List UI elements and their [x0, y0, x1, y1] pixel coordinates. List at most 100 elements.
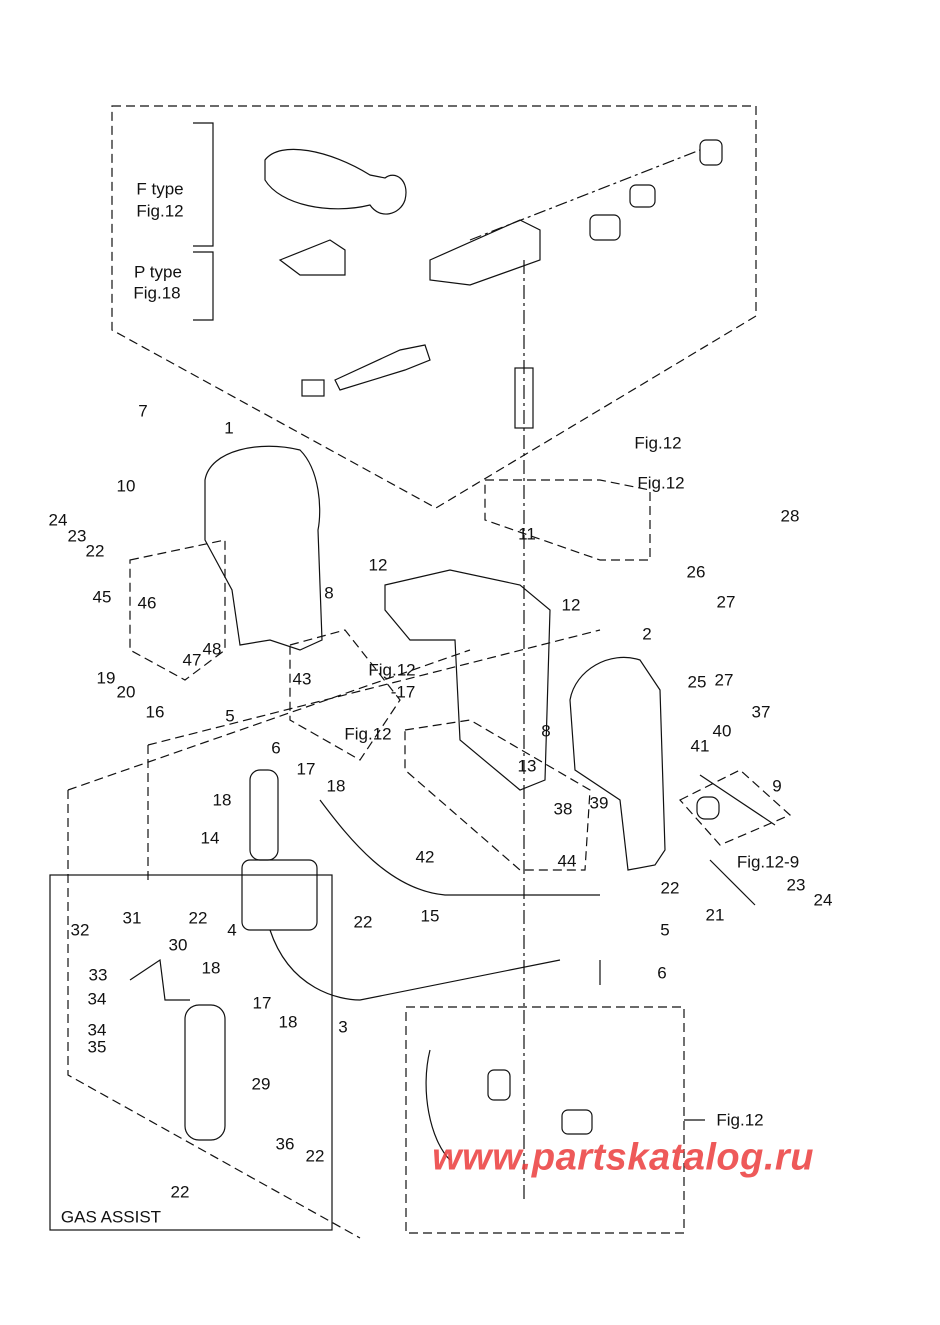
part-callout: 2 [642, 624, 652, 644]
part-callout: 22 [660, 878, 680, 898]
part-callout: 27 [714, 670, 734, 690]
part-callout: 26 [686, 562, 706, 582]
part-callout: 10 [116, 476, 136, 496]
reference-label: Fig.12-9 [736, 852, 800, 872]
part-callout: 13 [517, 756, 537, 776]
reference-label: Fig.12 [637, 473, 685, 493]
fig12-bottom-box [405, 1006, 685, 1234]
reference-label: GAS ASSIST [60, 1207, 162, 1227]
part-callout: 18 [212, 790, 232, 810]
part-callout: 7 [138, 401, 148, 421]
reference-label: Fig.12 [634, 433, 682, 453]
ftype-dashed-region [111, 105, 757, 509]
part-callout: 40 [712, 721, 732, 741]
reference-label: Fig.12 [136, 201, 184, 221]
steering-bracket [429, 219, 541, 286]
part-callout: 22 [85, 541, 105, 561]
bracket-ptype [193, 251, 214, 321]
part-callout: 19 [96, 668, 116, 688]
reference-label: Fig.12 [344, 724, 392, 744]
part-callout: 18 [201, 958, 221, 978]
part-callout: 37 [751, 702, 771, 722]
part-callout: 44 [557, 851, 577, 871]
part-callout: 15 [420, 906, 440, 926]
part-callout: 8 [324, 583, 334, 603]
part-callout: 48 [202, 639, 222, 659]
clamp-bracket-1 [204, 445, 323, 651]
nut-part [629, 184, 656, 208]
bushing-40 [696, 796, 720, 820]
part-callout: 35 [87, 1037, 107, 1057]
part-callout: 16 [145, 702, 165, 722]
ptype-plate [278, 239, 346, 276]
tiller-part [264, 148, 407, 215]
part-callout: 17 [252, 993, 272, 1013]
gas-assist-box [49, 874, 333, 1231]
part-callout: 12 [368, 555, 388, 575]
reference-label: P type [134, 262, 182, 282]
watermark: www.partskatalog.ru [432, 1136, 814, 1179]
part-callout: 28 [780, 506, 800, 526]
reference-label: F type [136, 179, 184, 199]
part-callout: 4 [227, 920, 237, 940]
part-callout: 23 [67, 526, 87, 546]
part-callout: 39 [589, 793, 609, 813]
part-callout: 32 [70, 920, 90, 940]
part-callout: 9 [772, 776, 782, 796]
part-callout: 41 [690, 736, 710, 756]
part-callout: 43 [292, 669, 312, 689]
part-callout: 22 [353, 912, 373, 932]
part-callout: 18 [326, 776, 346, 796]
part-callout: 31 [122, 908, 142, 928]
part-callout: 36 [275, 1134, 295, 1154]
part-callout: 20 [116, 682, 136, 702]
reference-label: Fig.18 [133, 283, 181, 303]
part-callout: 14 [200, 828, 220, 848]
part-callout: 46 [137, 593, 157, 613]
part-callout: 47 [182, 650, 202, 670]
part-callout: 45 [92, 587, 112, 607]
part-callout: 30 [168, 935, 188, 955]
part-callout: 6 [271, 738, 281, 758]
part-callout: 24 [813, 890, 833, 910]
part-callout: 22 [305, 1146, 325, 1166]
hose-42 [319, 799, 600, 896]
clip-part [301, 379, 325, 397]
swivel-bracket [384, 569, 551, 791]
part-callout: 38 [553, 799, 573, 819]
pin-9 [699, 774, 776, 826]
part-callout: 11 [518, 524, 536, 544]
part-callout: 27 [716, 592, 736, 612]
part-callout: 42 [415, 847, 435, 867]
part-callout: 22 [188, 908, 208, 928]
part-callout: 18 [278, 1012, 298, 1032]
gas-cylinder-29 [184, 1004, 226, 1141]
bushing-part [589, 214, 621, 241]
reference-label: Fig.12 [716, 1110, 764, 1130]
part-callout: 25 [687, 672, 707, 692]
part-callout: 24 [48, 510, 68, 530]
part-callout: 12 [561, 595, 581, 615]
reference-label: Fig.12 [368, 660, 416, 680]
part-callout: 5 [660, 920, 670, 940]
part-callout: 22 [170, 1182, 190, 1202]
clamp-bracket-2 [569, 656, 666, 871]
part-callout: 34 [87, 989, 107, 1009]
part-callout: 3 [338, 1017, 348, 1037]
part-callout: 34 [87, 1020, 107, 1040]
part-callout: 17 [296, 759, 316, 779]
part-callout: -17 [390, 682, 416, 702]
trim-motor [241, 859, 318, 931]
bracket-ftype [193, 122, 214, 247]
part-callout: 6 [657, 963, 667, 983]
part-callout: 33 [88, 965, 108, 985]
part-callout: 21 [705, 905, 725, 925]
part-callout: 1 [224, 418, 234, 438]
cap-part [699, 139, 723, 166]
link-arm [334, 344, 431, 391]
part-callout: 29 [251, 1074, 271, 1094]
pin-21 [709, 859, 756, 906]
part-callout: 23 [786, 875, 806, 895]
